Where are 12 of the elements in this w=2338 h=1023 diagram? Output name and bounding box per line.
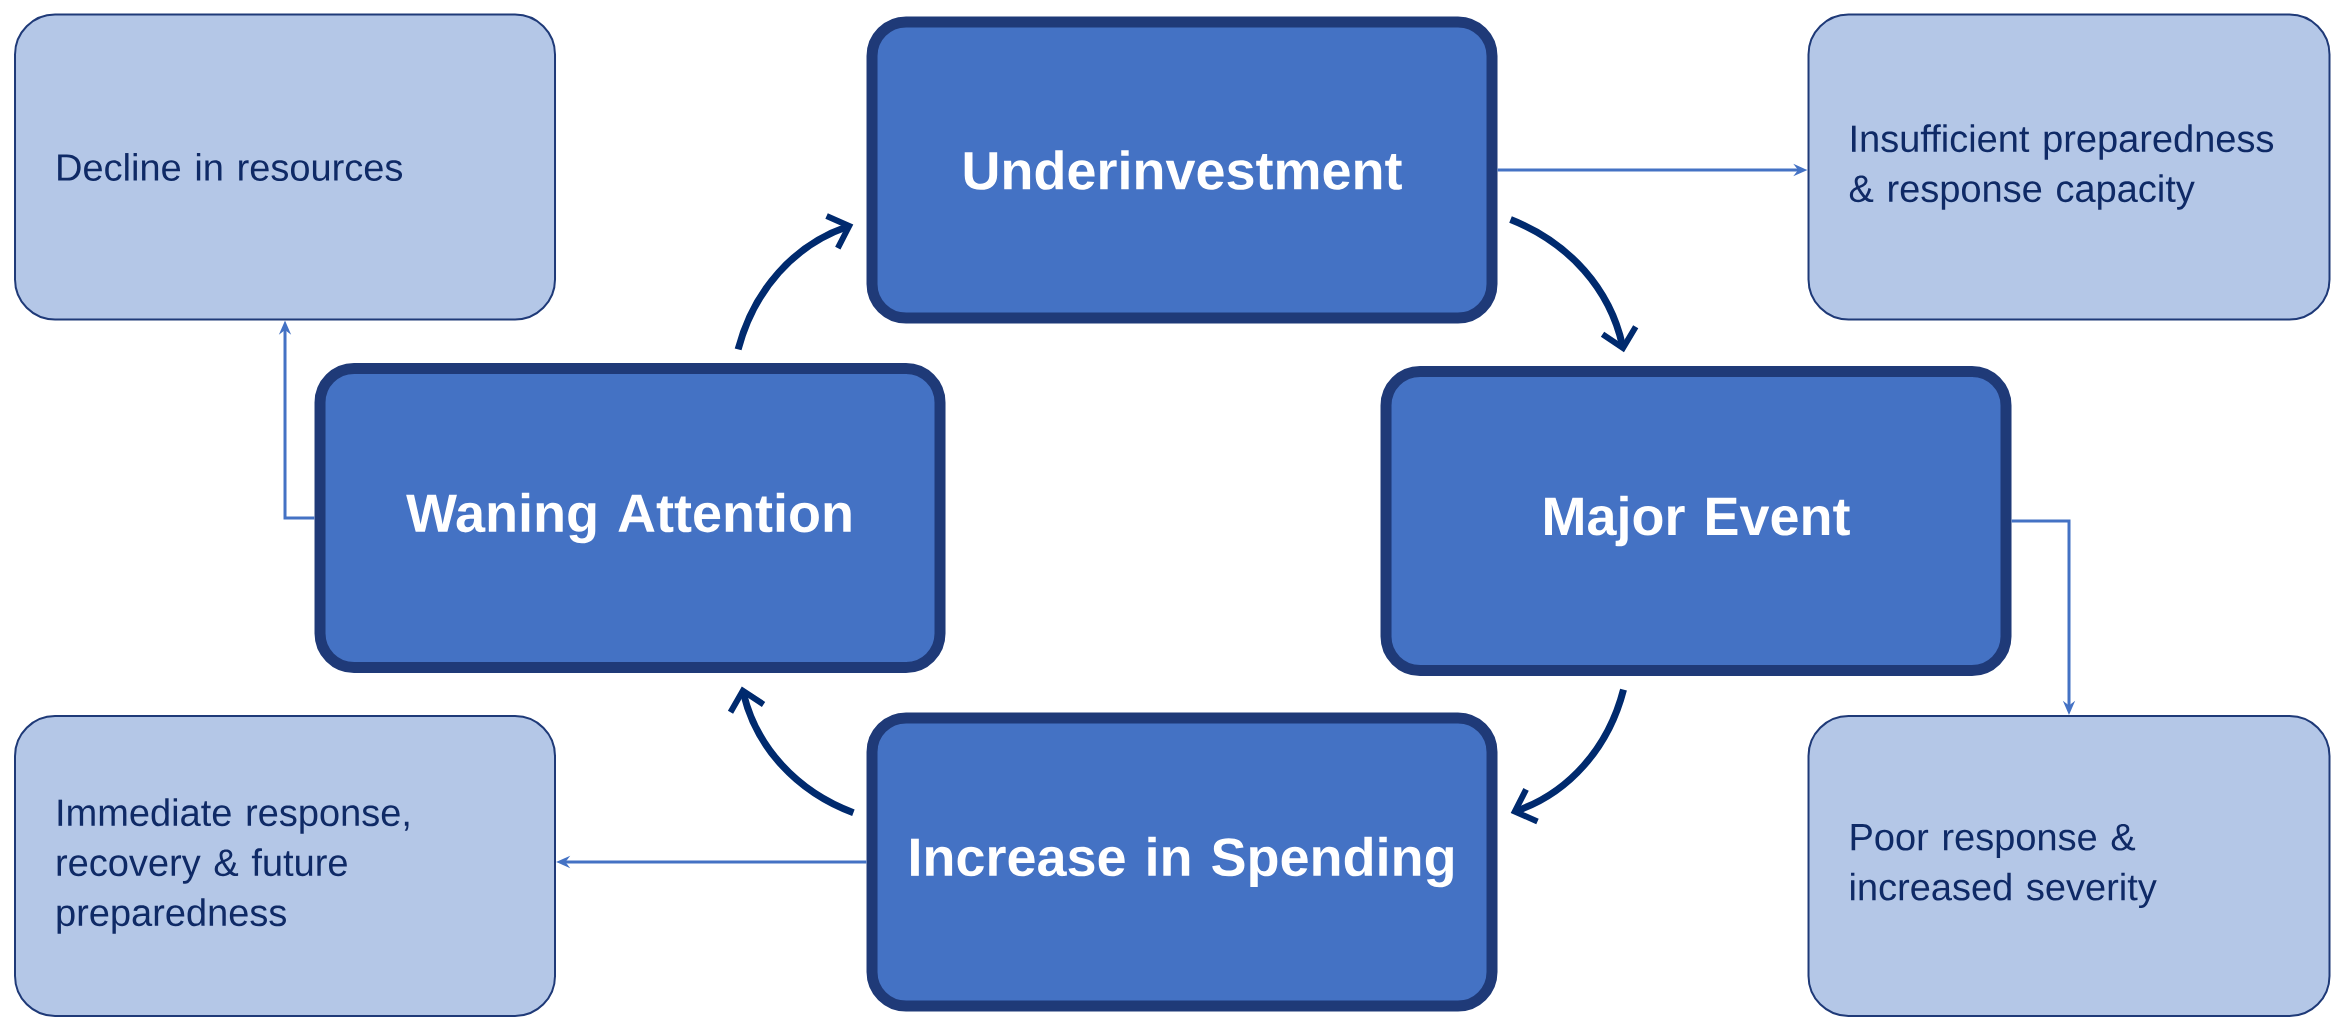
cycle-box: Waning Attention <box>314 363 946 673</box>
cycle-arrow <box>1509 216 1639 353</box>
cycle-arrow <box>1510 688 1627 825</box>
outcome-box: Decline in resources <box>14 13 556 321</box>
cycle-box: Increase in Spending <box>866 712 1498 1012</box>
outcome-box: Poor response & increased severity <box>1807 715 2331 1017</box>
outcome-box: Insufficient preparedness & response capacity <box>1807 13 2331 321</box>
outcome-box: Immediate response, recovery & future preparedness <box>14 715 556 1017</box>
cycle-box: Underinvestment <box>866 16 1498 324</box>
cycle-arrow <box>734 213 854 351</box>
cycle-arrow <box>727 686 855 816</box>
cycle-box: Major Event <box>1380 366 2012 676</box>
